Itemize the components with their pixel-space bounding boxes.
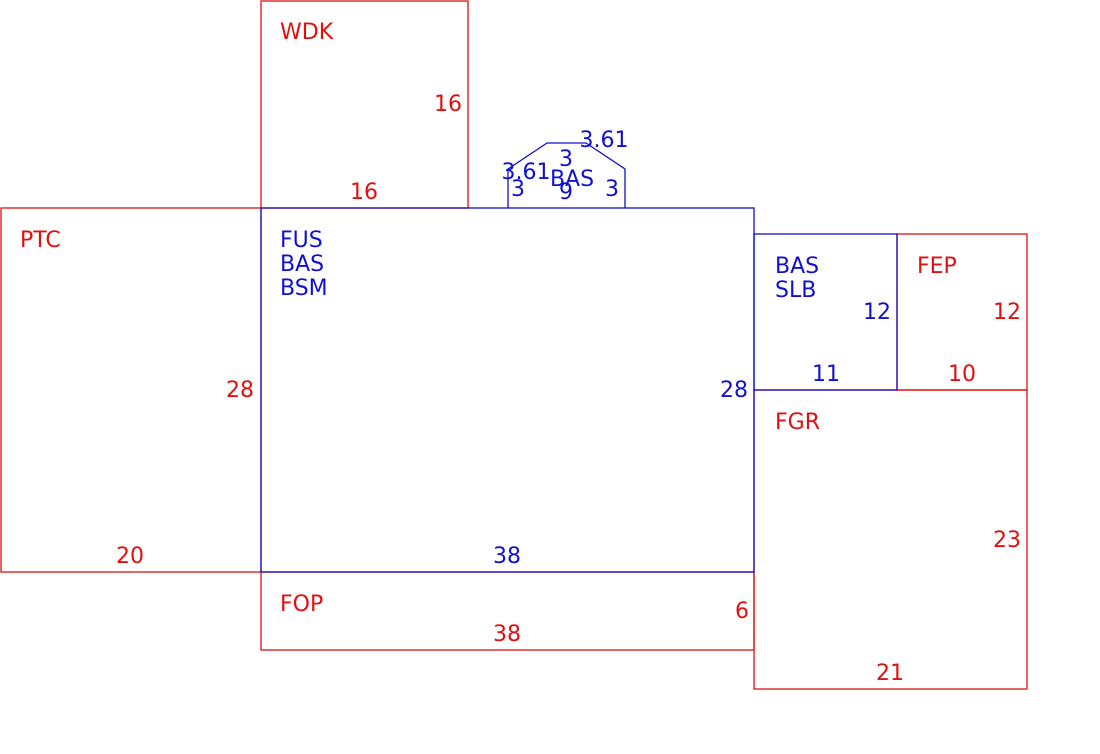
bas-slb-bottom-dimension: 11 bbox=[812, 362, 840, 387]
fop-area-label: FOP bbox=[280, 592, 323, 617]
main-side-dimension: 28 bbox=[720, 378, 748, 403]
main-area-label-bas: BAS bbox=[280, 252, 324, 277]
fop-bottom-dimension: 38 bbox=[493, 622, 521, 647]
main-bottom-dimension: 38 bbox=[493, 544, 521, 569]
bay-area-label: BAS bbox=[550, 167, 594, 192]
bay-left-diagonal-dimension: 3.61 bbox=[502, 160, 551, 185]
ptc-side-dimension: 28 bbox=[226, 378, 254, 403]
ptc-area-outline bbox=[0, 207, 262, 573]
fgr-side-dimension: 23 bbox=[993, 528, 1021, 553]
bay-area-outline bbox=[507, 142, 626, 208]
ptc-area-label: PTC bbox=[20, 228, 61, 253]
bas-slb-area-outline bbox=[753, 233, 898, 391]
fgr-bottom-dimension: 21 bbox=[876, 661, 904, 686]
wdk-area-label: WDK bbox=[280, 20, 334, 45]
bay-left-side-dimension: 3 bbox=[511, 177, 525, 202]
ptc-bottom-dimension: 20 bbox=[116, 544, 144, 569]
main-area-outline bbox=[260, 207, 755, 573]
fgr-area-label: FGR bbox=[775, 410, 820, 435]
wdk-side-dimension: 16 bbox=[434, 92, 462, 117]
fep-area-label: FEP bbox=[917, 254, 957, 279]
bas-slb-side-dimension: 12 bbox=[863, 300, 891, 325]
bay-bottom-dimension: 9 bbox=[559, 180, 573, 205]
bay-right-side-dimension: 3 bbox=[605, 177, 619, 202]
fep-bottom-dimension: 10 bbox=[948, 362, 976, 387]
bas-slb-area-label-bas: BAS bbox=[775, 254, 819, 279]
main-area-label-bsm: BSM bbox=[280, 276, 328, 301]
main-area-label-fus: FUS bbox=[280, 228, 323, 253]
fop-side-dimension: 6 bbox=[735, 599, 749, 624]
bas-slb-area-label-slb: SLB bbox=[775, 278, 816, 303]
bay-top-dimension: 3 bbox=[559, 147, 573, 172]
fep-side-dimension: 12 bbox=[993, 300, 1021, 325]
wdk-bottom-dimension: 16 bbox=[350, 180, 378, 205]
bay-right-diagonal-dimension: 3.61 bbox=[580, 128, 629, 153]
